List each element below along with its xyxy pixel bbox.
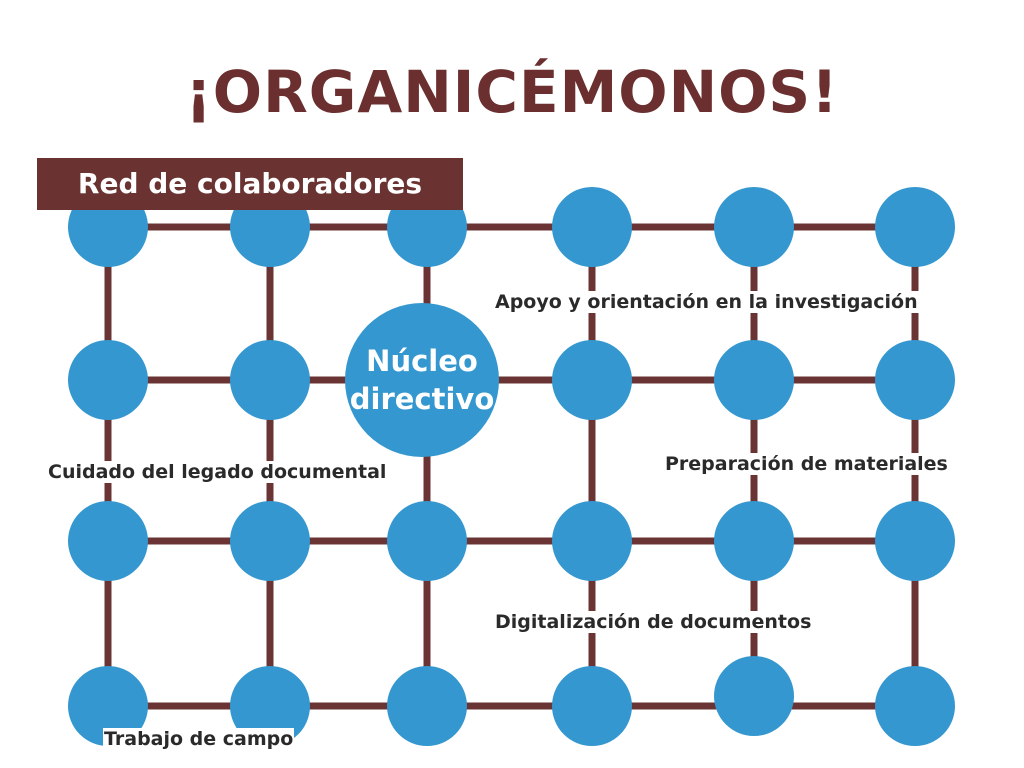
label-cuidado-legado: Cuidado del legado documental <box>47 461 388 483</box>
network-node-r2-c1 <box>230 501 310 581</box>
label-trabajo-campo: Trabajo de campo <box>103 728 295 750</box>
network-node-r2-c0 <box>68 501 148 581</box>
page-title: ¡ORGANICÉMONOS! <box>185 58 839 126</box>
network-node-r3-c1 <box>230 666 310 746</box>
network-node-r0-c4 <box>714 187 794 267</box>
network-node-r1-c0 <box>68 340 148 420</box>
network-node-r3-c5 <box>875 666 955 746</box>
network-node-r0-c5 <box>875 187 955 267</box>
network-node-r2-c5 <box>875 501 955 581</box>
network-node-r3-c3 <box>552 666 632 746</box>
nucleo-line-2: directivo <box>349 382 495 416</box>
network-node-r2-c3 <box>552 501 632 581</box>
network-node-r1-c3 <box>552 340 632 420</box>
nucleo-directivo-node: Núcleo directivo <box>345 303 499 457</box>
network-node-r0-c3 <box>552 187 632 267</box>
label-apoyo-investigacion: Apoyo y orientación en la investigación <box>494 291 919 313</box>
network-node-r3-c0 <box>68 666 148 746</box>
network-node-r3-c2 <box>387 666 467 746</box>
network-node-r1-c1 <box>230 340 310 420</box>
network-node-r1-c5 <box>875 340 955 420</box>
label-digitalizacion: Digitalización de documentos <box>494 611 813 633</box>
network-node-r2-c4 <box>714 501 794 581</box>
label-preparacion-materiales: Preparación de materiales <box>664 453 949 475</box>
network-node-r2-c2 <box>387 501 467 581</box>
network-node-r3-c4 <box>714 656 794 736</box>
red-colaboradores-banner: Red de colaboradores <box>37 158 463 210</box>
nucleo-line-1: Núcleo <box>366 344 478 378</box>
network-node-r1-c4 <box>714 340 794 420</box>
